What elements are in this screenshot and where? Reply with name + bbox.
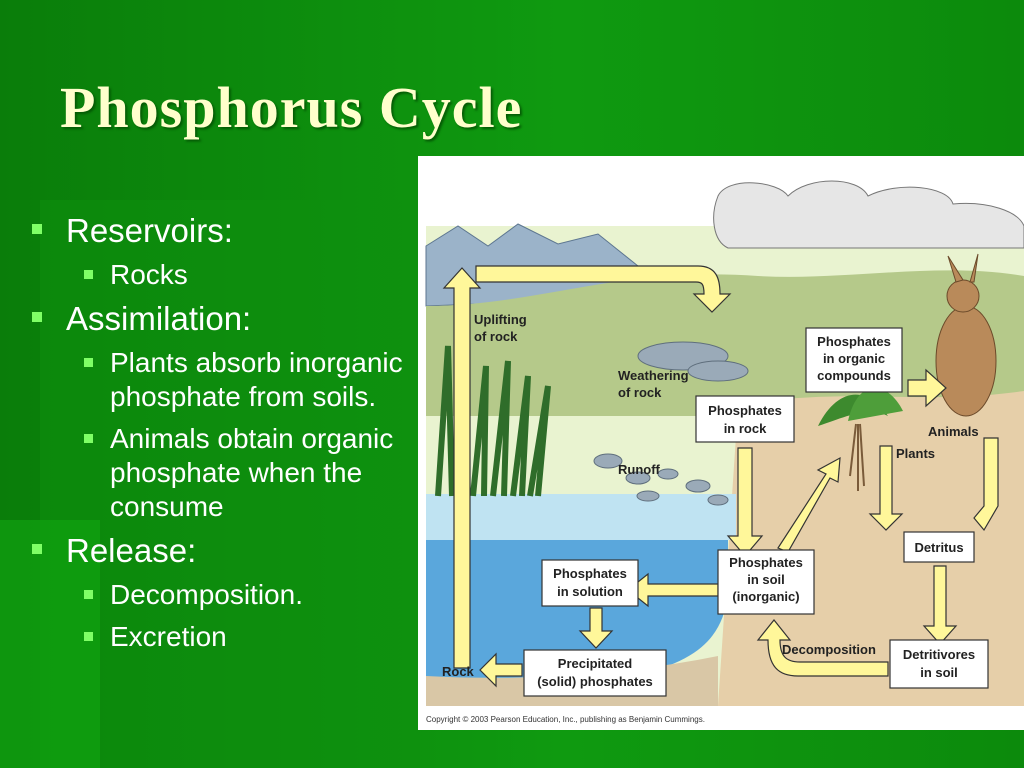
soil-to-plants-arrow [777,456,841,553]
rabbit-illustration [935,253,997,417]
detritus-to-detritivores-arrow [922,565,958,645]
flow-arrows [442,265,999,688]
background-panel-lower [0,520,100,768]
bullet-marker [84,358,93,367]
sub-bullet-decomposition: Decomposition. [28,578,418,612]
bullet-text: Release: [66,532,197,569]
bullet-assimilation: Assimilation: [28,300,418,338]
box-line: compounds [817,368,891,383]
bullet-text: Plants absorb inorganic phosphate from s… [110,347,403,412]
box-line: in soil [920,665,958,680]
slide-title: Phosphorus Cycle [60,75,523,140]
solution-to-precipitated-arrow [578,607,614,649]
plants-to-detritus-arrow [868,445,904,531]
bullet-marker [84,632,93,641]
box-line: Phosphates [817,334,891,349]
label-runoff: Runoff [618,462,661,477]
box-line: Precipitated [558,656,632,671]
label-uplifting: of rock [474,329,518,344]
background-panel [40,200,420,768]
cycle-diagram: Phosphates in organic compounds Phosphat… [425,180,1024,724]
box-line: (solid) phosphates [537,674,653,689]
phosphates-solution-box [541,559,639,607]
label-weathering: of rock [618,385,662,400]
box-line: in soil [747,572,785,587]
box-line: Phosphates [553,566,627,581]
label-weathering: Weathering [618,368,689,383]
sub-bullet-rocks: Rocks [28,258,418,292]
precipitated-to-rock-arrow [479,652,523,688]
bullet-reservoirs: Reservoirs: [28,212,418,250]
box-line: in solution [557,584,623,599]
bullet-text: Excretion [110,621,227,652]
label-rock: Rock [442,664,475,679]
phosphorus-cycle-figure: Phosphates in organic compounds Phosphat… [418,156,1024,730]
label-decomposition: Decomposition [782,642,876,657]
box-line: in organic [823,351,885,366]
bullet-marker [32,224,42,234]
cloud [713,180,1024,249]
phosphates-organic-box [805,327,903,393]
box-line: in rock [724,421,767,436]
detritivores-box [889,639,989,689]
decomposition-arrow [756,619,889,677]
phosphates-rock-box [695,395,795,443]
phosphates-soil-box [717,549,815,615]
sub-bullet-animals: Animals obtain organic phosphate when th… [28,422,418,524]
bullet-marker [84,434,93,443]
label-animals: Animals [928,424,979,439]
top-arrow [475,265,732,313]
bullet-text: Assimilation: [66,300,252,337]
bullet-marker [32,312,42,322]
bullet-marker [84,270,93,279]
bullet-text: Animals obtain organic phosphate when th… [110,423,394,522]
uplifting-arrow [442,267,482,669]
box-line: Phosphates [729,555,803,570]
bullet-release: Release: [28,532,418,570]
sub-bullet-plants: Plants absorb inorganic phosphate from s… [28,346,418,414]
box-line: Phosphates [708,403,782,418]
bullet-list: Reservoirs: Rocks Assimilation: Plants a… [28,212,418,662]
sub-bullet-excretion: Excretion [28,620,418,654]
rock-to-soil-arrow [726,447,764,557]
bullet-text: Rocks [110,259,188,290]
box-line: Detritivores [903,647,975,662]
label-uplifting: Uplifting [474,312,527,327]
bullet-text: Reservoirs: [66,212,233,249]
label-plants: Plants [896,446,935,461]
bullet-marker [32,544,42,554]
organic-to-animals-arrow [907,368,947,408]
box-line: Detritus [914,540,963,555]
bullet-text: Decomposition. [110,579,303,610]
detritus-box [903,531,975,563]
copyright-notice: Copyright © 2003 Pearson Education, Inc.… [426,715,705,724]
box-line: (inorganic) [732,589,799,604]
animals-to-detritus-arrow [973,437,999,532]
precipitated-box [523,649,667,697]
shallow-water [426,494,736,540]
plant-illustration [818,387,903,491]
bullet-marker [84,590,93,599]
runoff-pebbles [593,341,749,506]
